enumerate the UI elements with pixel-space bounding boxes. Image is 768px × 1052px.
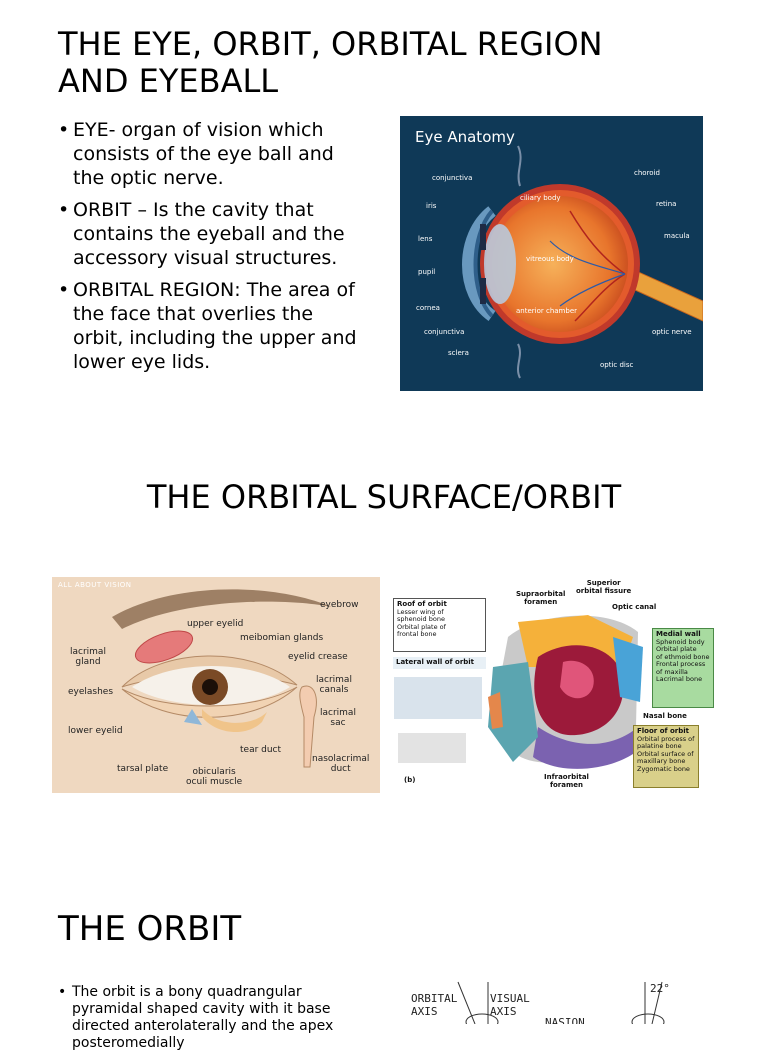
label-lacrimal-canals: lacrimal canals xyxy=(316,675,352,695)
label-optic-canal: Optic canal xyxy=(612,603,657,611)
bullet-eye: EYE- organ of vision which consists of t… xyxy=(58,118,368,190)
eyelid-illustration xyxy=(112,589,332,768)
roof-of-orbit-box: Roof of orbit Lesser wing of sphenoid bo… xyxy=(393,598,486,652)
label-vitreous-body: vitreous body xyxy=(526,255,574,263)
label-pupil: pupil xyxy=(418,268,436,276)
section1-title-line2: AND EYEBALL xyxy=(58,62,279,100)
label-lower-eyelid: lower eyelid xyxy=(68,726,123,736)
medial-wall-title: Medial wall xyxy=(656,630,701,638)
section1-title: THE EYE, ORBIT, ORBITAL REGION AND EYEBA… xyxy=(58,26,698,100)
label-eyelashes: eyelashes xyxy=(68,687,114,697)
label-tear-duct: tear duct xyxy=(240,745,282,755)
label-optic-nerve: optic nerve xyxy=(652,328,692,336)
label-eyelid-crease: eyelid crease xyxy=(288,652,348,662)
label-tarsal-plate: tarsal plate xyxy=(117,764,169,774)
roof-of-orbit-items: Lesser wing of sphenoid bone Orbital pla… xyxy=(397,607,446,638)
lateral-wall-box: Lateral wall of orbit xyxy=(393,657,486,669)
label-cornea: cornea xyxy=(416,304,440,312)
medial-wall-items: Sphenoid body Orbital plate of ethmoid b… xyxy=(656,637,710,683)
label-upper-eyelid: upper eyelid xyxy=(187,619,244,629)
skull-orbit-illustration xyxy=(394,615,643,769)
label-ciliary-body: ciliary body xyxy=(520,194,561,202)
label-retina: retina xyxy=(656,200,677,208)
label-nasal-bone: Nasal bone xyxy=(643,712,687,720)
label-conjunctiva-bottom: conjunctiva xyxy=(424,328,465,336)
label-optic-disc: optic disc xyxy=(600,361,634,369)
eyelid-anatomy-figure xyxy=(52,577,380,793)
all-about-vision-logo: ALL ABOUT VISION xyxy=(58,581,132,589)
orbital-axis-diagram xyxy=(457,981,665,1024)
label-macula: macula xyxy=(664,232,690,240)
section3-bullet-text: The orbit is a bony quadrangular pyramid… xyxy=(72,984,334,1051)
figure-panel-letter: (b) xyxy=(404,776,416,784)
section1-bullet-list: EYE- organ of vision which consists of t… xyxy=(58,118,368,382)
floor-of-orbit-items: Orbital process of palatine bone Orbital… xyxy=(637,734,695,773)
label-conjunctiva-top: conjunctiva xyxy=(432,174,473,182)
label-angle: 22° xyxy=(650,982,670,995)
lateral-wall-title: Lateral wall of orbit xyxy=(396,658,475,666)
eye-anatomy-illustration xyxy=(462,145,703,379)
section3-title: THE ORBIT xyxy=(58,909,242,949)
section1-title-line1: THE EYE, ORBIT, ORBITAL REGION xyxy=(58,25,603,63)
label-superior-orbital-fissure: Superior orbital fissure xyxy=(576,579,632,595)
label-orbital-axis: ORBITAL AXIS xyxy=(411,992,458,1018)
label-lacrimal-gland: lacrimal gland xyxy=(70,647,106,667)
section3-bullet: • The orbit is a bony quadrangular pyram… xyxy=(58,984,368,1052)
label-eyebrow: eyebrow xyxy=(320,600,359,610)
bullet-orbit: ORBIT – Is the cavity that contains the … xyxy=(58,198,368,270)
label-sclera: sclera xyxy=(448,349,469,357)
label-iris: iris xyxy=(426,202,437,210)
eye-anatomy-figure xyxy=(400,116,703,391)
label-visual-axis: VISUAL AXIS xyxy=(490,992,530,1018)
section2-title: THE ORBITAL SURFACE/ORBIT xyxy=(146,478,622,516)
label-meibomian-glands: meibomian glands xyxy=(240,633,324,643)
label-nasolacrimal-duct: nasolacrimal duct xyxy=(312,754,370,774)
label-lacrimal-sac: lacrimal sac xyxy=(320,708,356,728)
bullet-orbital-region: ORBITAL REGION: The area of the face tha… xyxy=(58,278,368,374)
bullet-dot: • xyxy=(58,984,67,1000)
label-lens: lens xyxy=(418,235,433,243)
label-choroid: choroid xyxy=(634,169,660,177)
label-nasion: NASION xyxy=(545,1016,585,1024)
label-obicularis: obicularis oculi muscle xyxy=(186,767,243,787)
label-supraorbital-foramen: Supraorbital foramen xyxy=(516,590,566,606)
orbital-axis-figure: ORBITAL AXIS VISUAL AXIS NASION 22° xyxy=(400,978,710,1024)
roof-of-orbit-title: Roof of orbit xyxy=(397,600,447,608)
floor-of-orbit-title: Floor of orbit xyxy=(637,727,689,735)
medial-wall-box: Medial wall Sphenoid body Orbital plate … xyxy=(652,628,714,708)
eye-anatomy-title: Eye Anatomy xyxy=(415,128,515,146)
label-anterior-chamber: anterior chamber xyxy=(516,307,578,315)
floor-of-orbit-box: Floor of orbit Orbital process of palati… xyxy=(633,725,699,788)
label-infraorbital-foramen: Infraorbital foramen xyxy=(544,773,589,789)
